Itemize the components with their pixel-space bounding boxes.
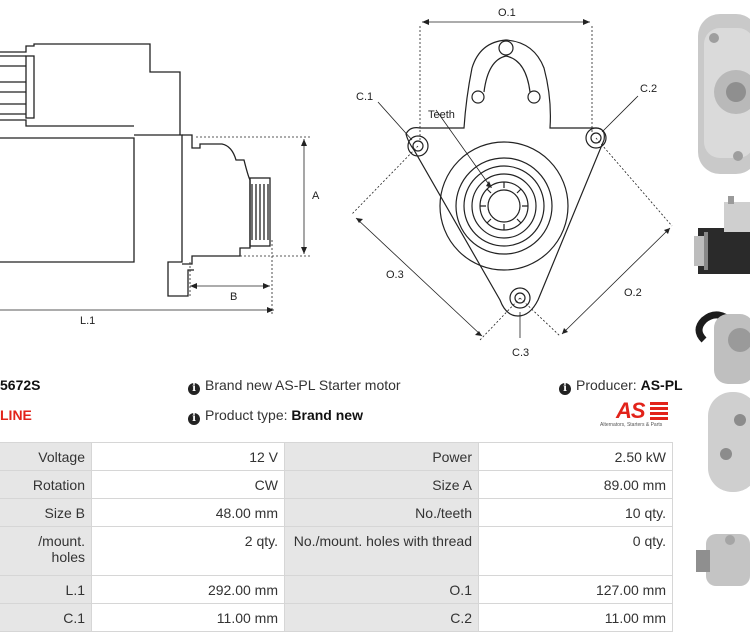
- spec-value: CW: [91, 470, 285, 499]
- spec-value: 2.50 kW: [478, 442, 673, 471]
- spec-label: No./mount. holes with thread: [284, 526, 479, 576]
- part-number: 5672S: [0, 377, 41, 393]
- dim-o1-label: O.1: [498, 7, 516, 19]
- spec-table: Voltage 12 V Power 2.50 kW Rotation CW S…: [0, 442, 673, 632]
- dim-c2-label: C.2: [640, 83, 657, 95]
- table-row: C.1 11.00 mm C.2 11.00 mm: [0, 603, 673, 632]
- teeth-label: Teeth: [428, 109, 455, 121]
- product-photo-front: [698, 14, 750, 174]
- spec-value: 127.00 mm: [478, 575, 673, 604]
- spec-label: Power: [284, 442, 479, 471]
- dim-c3-label: C.3: [512, 347, 529, 359]
- info-icon: i: [559, 383, 571, 395]
- spec-label: C.2: [284, 603, 479, 632]
- spec-value: 10 qty.: [478, 498, 673, 527]
- dim-o2-label: O.2: [624, 287, 642, 299]
- logo-tagline: Alternators, Starters & Parts: [600, 422, 663, 428]
- table-row: /mount. holes 2 qty. No./mount. holes wi…: [0, 526, 673, 576]
- product-line-label: LINE: [0, 407, 32, 423]
- front-view-drawing: O.1 C.1 C.2 Teeth O.3 O.2 C.3: [351, 7, 673, 359]
- table-row: L.1 292.00 mm O.1 127.00 mm: [0, 575, 673, 604]
- product-type: i Product type: Brand new: [188, 407, 363, 425]
- spec-label: O.1: [284, 575, 479, 604]
- logo-mark: AS: [616, 398, 646, 423]
- spec-label: C.1: [0, 603, 92, 632]
- producer-label: Producer:: [576, 377, 637, 393]
- product-photo-nose: [696, 534, 750, 586]
- producer: i Producer: AS-PL: [559, 377, 683, 395]
- spec-label: /mount. holes: [0, 526, 92, 576]
- info-icon: i: [188, 383, 200, 395]
- product-type-label: Product type:: [205, 407, 288, 423]
- spec-value: 0 qty.: [478, 526, 673, 576]
- spec-value: 2 qty.: [91, 526, 285, 576]
- product-photo-top: [695, 311, 750, 492]
- spec-label: Rotation: [0, 470, 92, 499]
- spec-value: 12 V: [91, 442, 285, 471]
- table-row: Size B 48.00 mm No./teeth 10 qty.: [0, 498, 673, 527]
- dim-l1-label: L.1: [80, 315, 95, 327]
- product-photo-side-small: [694, 196, 750, 274]
- as-pl-logo: AS Alternators, Starters & Parts: [600, 398, 678, 432]
- spec-value: 11.00 mm: [478, 603, 673, 632]
- spec-label: No./teeth: [284, 498, 479, 527]
- logo-stripes: [650, 402, 668, 420]
- table-row: Rotation CW Size A 89.00 mm: [0, 470, 673, 499]
- spec-label: Size B: [0, 498, 92, 527]
- dim-b-label: B: [230, 291, 237, 303]
- info-icon: i: [188, 413, 200, 425]
- spec-value: 292.00 mm: [91, 575, 285, 604]
- brand-info-text: Brand new AS-PL Starter motor: [205, 377, 401, 393]
- producer-value: AS-PL: [640, 377, 683, 393]
- dim-a-label: A: [312, 190, 320, 202]
- spec-label: Voltage: [0, 442, 92, 471]
- side-view-drawing: A B L.1: [0, 43, 320, 327]
- dim-o3-label: O.3: [386, 269, 404, 281]
- brand-info: i Brand new AS-PL Starter motor: [188, 377, 401, 395]
- product-type-value: Brand new: [291, 407, 363, 423]
- table-row: Voltage 12 V Power 2.50 kW: [0, 442, 673, 471]
- spec-value: 48.00 mm: [91, 498, 285, 527]
- spec-value: 11.00 mm: [91, 603, 285, 632]
- dim-c1-label: C.1: [356, 91, 373, 103]
- spec-label: L.1: [0, 575, 92, 604]
- spec-value: 89.00 mm: [478, 470, 673, 499]
- spec-label: Size A: [284, 470, 479, 499]
